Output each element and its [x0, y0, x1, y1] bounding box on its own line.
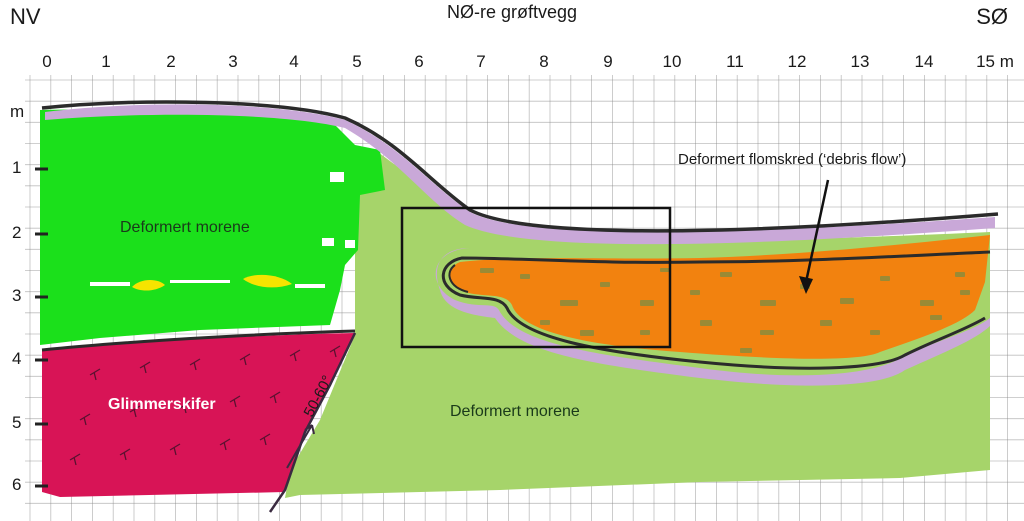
- y-tick-label: 4: [12, 349, 21, 368]
- foliation-mark: [129, 405, 141, 418]
- y-tick-label: 5: [12, 413, 21, 432]
- x-tick-label: 5: [352, 52, 361, 71]
- clast: [760, 330, 774, 335]
- clast: [820, 320, 832, 326]
- debris-flow-outline: [441, 250, 991, 370]
- moraine-schist-contact: [41, 329, 356, 352]
- x-tick-label: 8: [539, 52, 548, 71]
- clast: [740, 348, 752, 353]
- foliation-mark: [259, 433, 271, 446]
- clast: [720, 272, 732, 277]
- y-axis-unit: m: [10, 102, 24, 121]
- foliation-mark: [289, 349, 301, 362]
- corner-label-so: SØ: [976, 4, 1008, 29]
- debris-flow-inner-line: [448, 264, 469, 293]
- corner-label-nv: NV: [10, 4, 41, 29]
- page-title: NØ-re grøftvegg: [446, 2, 578, 22]
- clast: [600, 282, 610, 287]
- fault-arrow: [286, 424, 315, 469]
- label-lower-moraine: Deformert morene: [450, 403, 580, 420]
- paper-gaps: [90, 172, 355, 288]
- debris-flow-arrowhead: [799, 276, 813, 294]
- debris-flow-lilac-rim: [435, 248, 990, 386]
- label-debris-flow: Deformert flomskred (‘debris flow’): [678, 151, 906, 168]
- clast: [540, 320, 550, 325]
- clast: [520, 274, 530, 279]
- clast: [640, 330, 650, 335]
- ground-surface-line: [41, 100, 999, 233]
- clast: [840, 298, 854, 304]
- x-tick-label: 10: [663, 52, 682, 71]
- label-upper-moraine: Deformert morene: [120, 219, 250, 236]
- x-tick-label: 7: [476, 52, 485, 71]
- foliation-mark: [139, 361, 151, 374]
- foliation-mark: [329, 345, 341, 358]
- x-tick-label: 11: [726, 52, 744, 71]
- foliation-mark: [229, 395, 241, 408]
- clast: [580, 330, 594, 336]
- x-tick-label: 1: [101, 52, 110, 71]
- foliation-mark: [239, 353, 251, 366]
- x-tick-label: 6: [414, 52, 423, 71]
- y-axis-ticks: 1 2 3 4 5 6: [12, 158, 48, 494]
- clast: [560, 300, 578, 306]
- clast: [640, 300, 654, 306]
- foliation-mark: [269, 391, 281, 404]
- foliation-mark: [79, 413, 91, 426]
- yellow-lens-right: [243, 274, 292, 288]
- debris-flow-arrow: [804, 179, 830, 283]
- x-tick-label: 4: [289, 52, 298, 71]
- x-tick-label: 3: [228, 52, 237, 71]
- x-tick-label: 2: [166, 52, 175, 71]
- x-tick-label: 9: [603, 52, 612, 71]
- label-schist: Glimmerskifer: [108, 396, 216, 413]
- x-tick-label: 13: [851, 52, 870, 71]
- y-tick-label: 3: [12, 286, 21, 305]
- x-tick-label: 0: [42, 52, 51, 71]
- foliation-mark: [69, 453, 81, 466]
- foliation-mark: [89, 368, 101, 381]
- y-tick-label: 6: [12, 475, 21, 494]
- x-tick-label: 15 m: [976, 52, 1014, 71]
- clast: [960, 290, 970, 295]
- clast: [700, 320, 712, 326]
- debris-clasts: [480, 268, 970, 353]
- y-tick-label: 2: [12, 223, 21, 242]
- foliation-mark: [179, 401, 191, 414]
- debris-flow-unit: [449, 235, 990, 359]
- foliation-mark: [169, 443, 181, 456]
- clast: [880, 276, 890, 281]
- surface-lilac-layer: [45, 104, 995, 245]
- clast: [690, 290, 700, 295]
- yellow-lens-left: [132, 279, 165, 291]
- clast: [920, 300, 934, 306]
- highlight-box: [400, 206, 672, 349]
- schist-unit: [42, 333, 355, 497]
- x-tick-label: 12: [788, 52, 807, 71]
- clast: [760, 300, 776, 306]
- foliation-mark: [189, 358, 201, 371]
- foliation-mark: [119, 448, 131, 461]
- clast: [870, 330, 880, 335]
- clast: [955, 272, 965, 277]
- foliation-mark: [219, 438, 231, 451]
- y-tick-label: 1: [12, 158, 21, 177]
- schist-fault-line: [268, 332, 357, 513]
- schist-foliation-marks: [69, 345, 341, 466]
- clast: [660, 268, 670, 272]
- clast: [930, 315, 942, 320]
- x-tick-label: 14: [915, 52, 934, 71]
- clast: [480, 268, 494, 273]
